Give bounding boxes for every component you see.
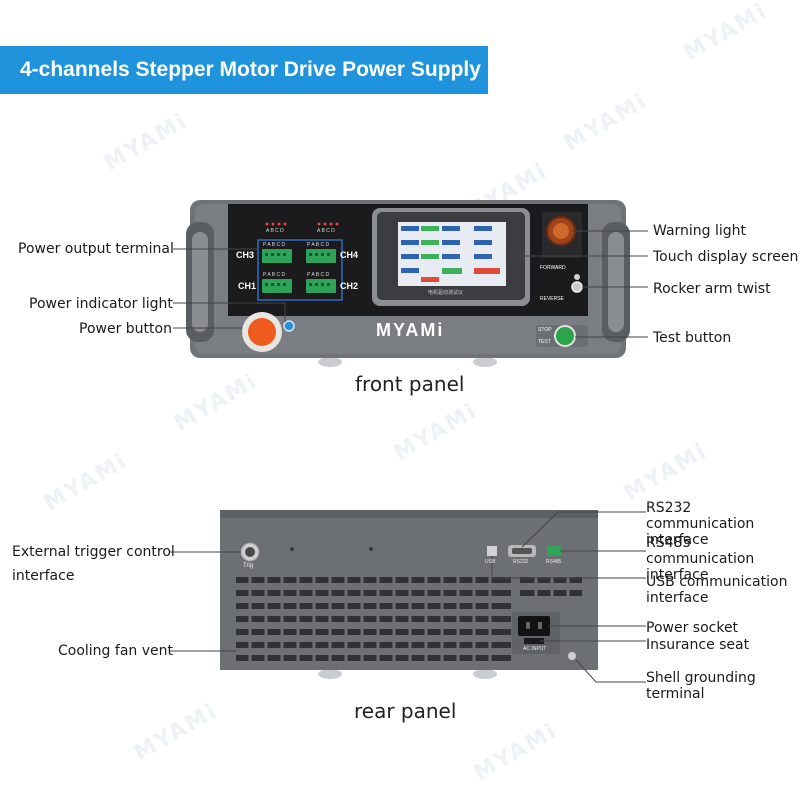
label-rs232: RS232 communication interface [646,500,800,548]
label-touch-display-screen: Touch display screen [653,249,799,265]
label-warning-light: Warning light [653,223,747,239]
trig-label: Trig [243,563,254,569]
label-power-socket: Power socket [646,620,739,636]
foot [318,669,342,679]
front-panel-caption: front panel [355,372,465,396]
label-rs485: RS485 communication interface [646,535,800,583]
label-shell-grounding: Shell grounding terminal [646,670,756,702]
front-brand-logo: MYAMi [376,320,445,340]
label-external-trigger-line2: interface [12,568,75,584]
ac-input-label: AC INPUT [523,646,547,652]
foot [473,669,497,679]
channel-label-ch2: CH2 [340,281,359,291]
banner-title: 4-channels Stepper Motor Drive Power Sup… [0,46,488,94]
usb-label: USB [485,559,496,565]
label-cooling-fan-vent: Cooling fan vent [58,643,173,659]
power-indicator-light [283,320,295,332]
label-insurance-seat: Insurance seat [646,637,750,653]
label-rs485-line1: RS485 communication [646,535,755,567]
grounding-terminal [568,652,576,660]
pin-label: A B C D [266,228,284,234]
usb-port [487,546,497,556]
pin-label: P A B C D [263,272,286,278]
label-power-button: Power button [79,321,172,337]
test-button [554,325,576,347]
power-socket [518,616,550,636]
test-label: TEST [538,339,551,345]
label-shell-grounding-line1: Shell grounding [646,670,756,686]
label-shell-grounding-line2: terminal [646,686,705,702]
foot [318,357,342,367]
label-power-indicator-light: Power indicator light [29,296,173,312]
label-rs485-line2: interface [646,567,709,583]
rs485-port [547,546,561,556]
label-external-trigger-line1: External trigger control [12,544,175,560]
label-usb-line2: interface [646,590,709,606]
rs485-label: RS485 [546,559,562,565]
label-usb: USB communication interface [646,574,787,606]
pin-label: P A B C D [263,242,286,248]
label-rocker-arm-twist: Rocker arm twist [653,281,771,297]
label-power-output-terminal: Power output terminal [18,241,174,257]
switch-reverse-label: REVERSE [540,296,564,302]
pin-label: P A B C D [307,272,330,278]
front-panel-illustration [173,200,648,367]
label-external-trigger: External trigger control interface [12,544,175,584]
terminal-block-area [257,239,343,301]
channel-label-ch4: CH4 [340,250,359,260]
rs232-label: RS232 [513,559,529,565]
pin-label: A B C D [317,228,335,234]
insurance-seat [524,638,544,644]
stop-label: STOP [538,327,552,333]
label-rs232-line2: interface [646,532,709,548]
screen-footer: 电机驱动测试仪 [428,290,464,296]
channel-label-ch1: CH1 [238,281,257,291]
label-test-button: Test button [653,330,732,346]
foot [473,357,497,367]
pin-label: P A B C D [307,242,330,248]
label-usb-line1: USB communication [646,574,788,590]
channel-label-ch3: CH3 [236,250,255,260]
label-rs232-line1: RS232 communication [646,500,755,532]
switch-forward-label: FORWARD [540,265,566,271]
rear-panel-caption: rear panel [354,699,457,723]
